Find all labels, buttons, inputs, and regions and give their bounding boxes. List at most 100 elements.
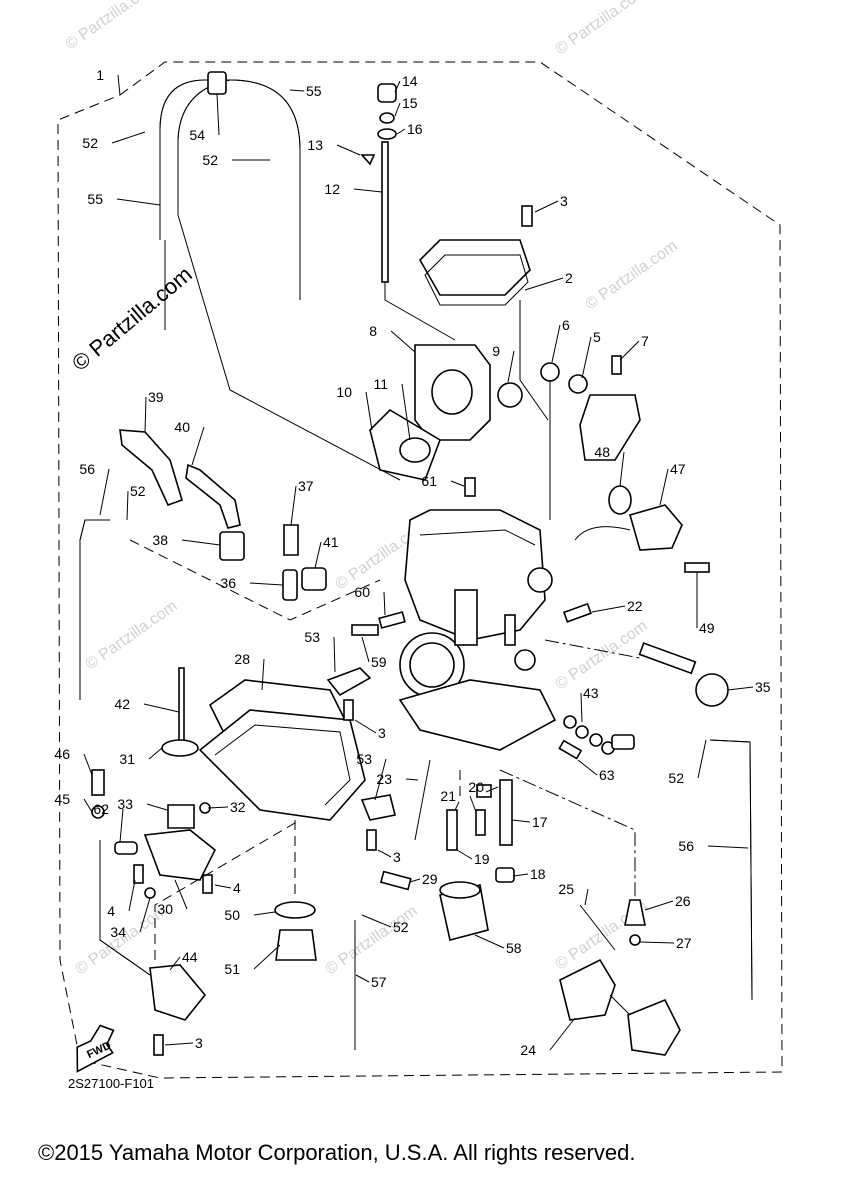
part-49-screw <box>684 562 710 573</box>
callout-number: 39 <box>148 389 164 405</box>
callout-leader <box>253 911 276 916</box>
callout-number: 46 <box>54 746 70 762</box>
callout-leader <box>261 658 265 691</box>
callout-number: 17 <box>532 814 548 830</box>
callout-leader <box>144 396 147 433</box>
callout-number: 11 <box>373 376 388 392</box>
callout-leader <box>707 845 749 849</box>
part-31-diaphragm <box>161 739 199 757</box>
callout-number: 22 <box>627 598 643 614</box>
part-29-screw <box>379 870 412 891</box>
callout-leader <box>374 758 387 801</box>
part-33-spring <box>167 804 195 829</box>
needle-assembly <box>360 83 456 341</box>
callout-number: 8 <box>369 323 377 339</box>
part-21-pin <box>475 809 486 836</box>
callout-leader <box>116 198 161 206</box>
callout-number: 45 <box>54 791 70 807</box>
callout-number: 3 <box>560 193 568 209</box>
callout-number: 51 <box>224 961 240 977</box>
leader-line <box>129 539 381 621</box>
watermark: © Partzilla.com <box>83 598 181 674</box>
part-48-o-ring <box>608 485 632 515</box>
watermark: © Partzilla.com <box>583 238 681 314</box>
callout-leader <box>290 485 297 526</box>
float-bowl <box>198 709 366 821</box>
callout-number: 47 <box>670 461 686 477</box>
part-38-cap <box>219 531 245 561</box>
callout-number: 26 <box>675 893 691 909</box>
callout-leader <box>361 636 370 663</box>
part-47-sensor <box>629 504 683 551</box>
callout-number: 63 <box>599 767 615 783</box>
callout-number: 40 <box>174 419 190 435</box>
part-8-bore <box>431 369 473 415</box>
top-cover-assembly <box>419 205 549 421</box>
part-4-screw-b <box>202 874 213 894</box>
callout-leader <box>336 144 361 156</box>
callout-number: 25 <box>558 881 574 897</box>
callout-number: 23 <box>376 771 392 787</box>
part-53-bracket-lower <box>360 794 396 821</box>
part-53-bracket <box>326 667 372 697</box>
watermark: © Partzilla.com <box>553 0 651 58</box>
callout-leader <box>181 539 221 546</box>
callout-number: 3 <box>195 1035 203 1051</box>
part-12-needle <box>381 141 389 283</box>
part-36-valve <box>282 569 298 601</box>
accelerator-pump-parts <box>119 429 381 621</box>
callout-number: 7 <box>641 333 649 349</box>
body-boss <box>454 589 478 646</box>
callout-number: 37 <box>298 478 314 494</box>
callout-leader <box>353 188 383 193</box>
accelerator-pump-lower <box>91 667 317 961</box>
part-5-collar <box>568 374 588 394</box>
leader-line <box>154 819 301 960</box>
callout-leader <box>485 786 499 793</box>
callout-number: 58 <box>506 940 522 956</box>
part-59-screw <box>351 624 379 636</box>
callout-leader <box>249 582 284 586</box>
callout-number: 35 <box>755 679 771 695</box>
callout-leader <box>83 798 93 813</box>
callout-number: 28 <box>234 651 250 667</box>
o-ring <box>575 725 589 739</box>
callout-number: 60 <box>354 584 370 600</box>
callout-leader <box>727 686 754 691</box>
callout-leader <box>216 93 220 136</box>
callout-number: 55 <box>87 191 103 207</box>
callout-leader <box>174 879 188 910</box>
callout-number: 12 <box>324 181 340 197</box>
callout-leader <box>401 383 411 441</box>
callout-leader <box>507 350 515 383</box>
leader-line <box>499 769 636 900</box>
o-ring <box>563 715 577 729</box>
part-39-elbow <box>119 429 183 507</box>
callout-leader <box>584 888 589 906</box>
hose-56-right-inner <box>709 739 753 1001</box>
callout-number: 48 <box>594 444 610 460</box>
callout-number: 30 <box>157 901 173 917</box>
callout-leader <box>169 956 181 971</box>
hose-joint-54 <box>207 71 227 95</box>
part-4-screw-a <box>133 864 144 884</box>
part-63-screw <box>558 739 583 760</box>
callout-number: 32 <box>230 799 246 815</box>
callout-leader <box>191 426 205 466</box>
body-side-port <box>514 649 536 671</box>
callout-number: 56 <box>79 461 95 477</box>
part-41-cap <box>301 567 327 591</box>
callout-leader <box>450 480 465 487</box>
leader-line <box>177 214 401 481</box>
callout-leader <box>355 974 370 983</box>
part-3-screw-lower <box>366 829 377 851</box>
part-50-o-ring <box>274 901 316 919</box>
hose-44-inner <box>99 840 151 976</box>
callout-number: 52 <box>130 483 146 499</box>
callout-number: 52 <box>668 770 684 786</box>
callout-leader <box>143 703 180 713</box>
carburetor-body <box>398 509 557 751</box>
callout-leader <box>383 591 386 616</box>
callout-number: 29 <box>422 871 438 887</box>
